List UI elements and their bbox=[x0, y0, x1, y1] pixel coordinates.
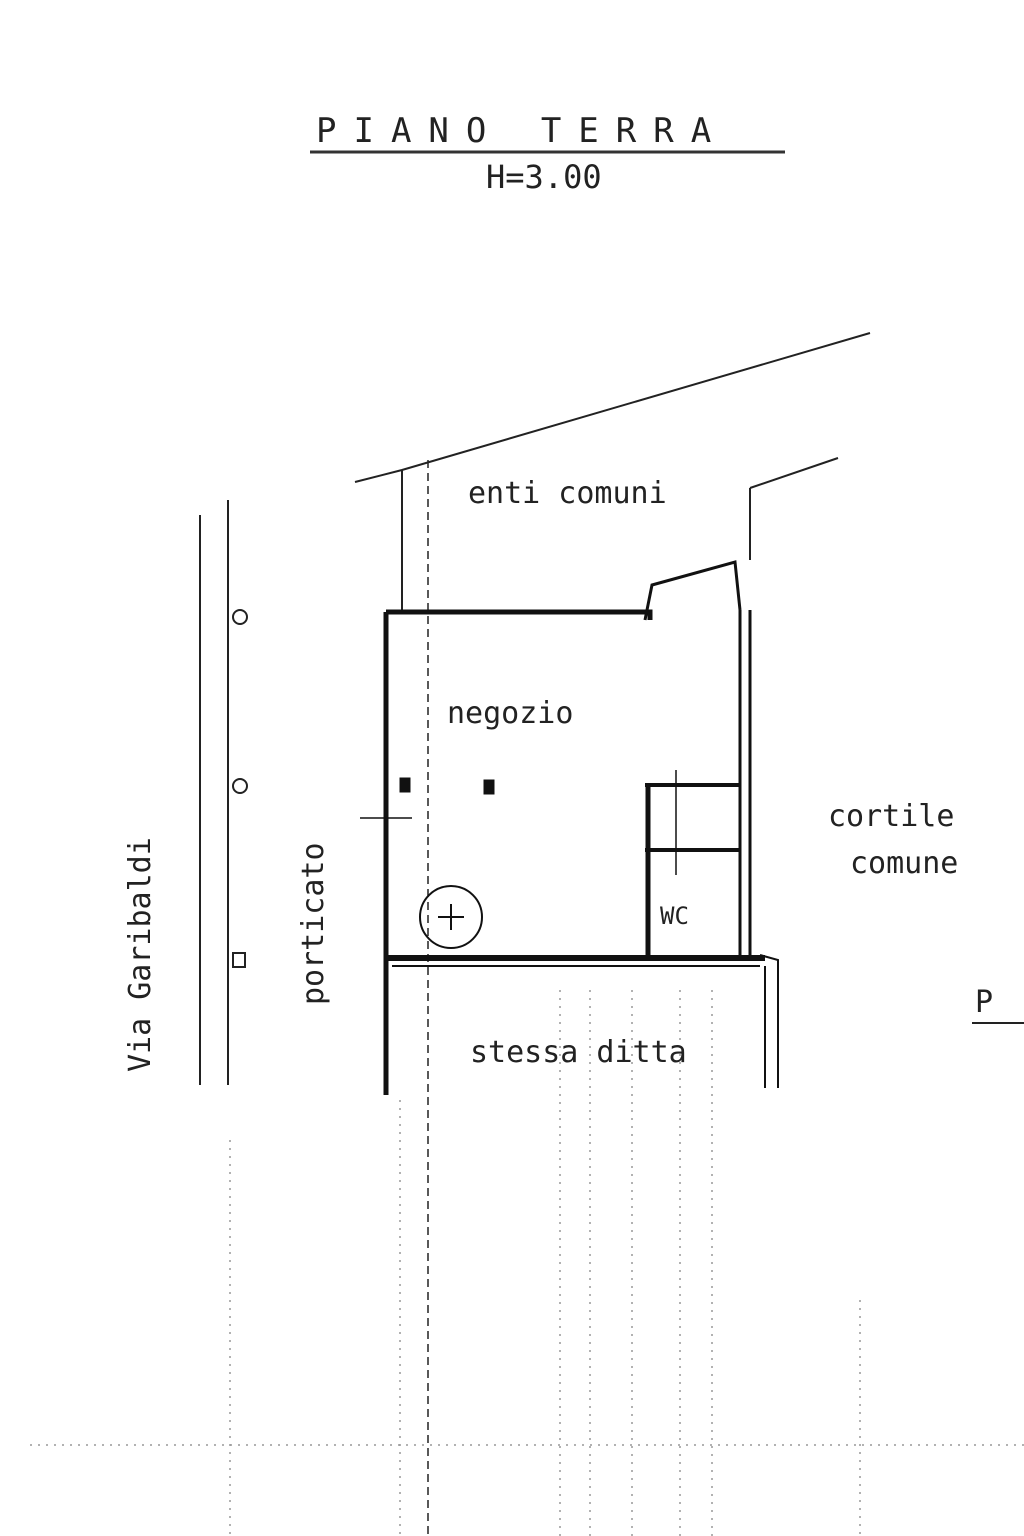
room-label-cortile: cortile bbox=[828, 799, 954, 834]
hatching bbox=[30, 990, 1024, 1536]
room-label-enti-comuni: enti comuni bbox=[468, 476, 667, 511]
room-label-negozio: negozio bbox=[447, 696, 573, 731]
room-label-stessa-ditta: stessa ditta bbox=[470, 1035, 687, 1070]
room-label-wc: WC bbox=[660, 902, 689, 930]
walls bbox=[360, 560, 779, 1095]
plan-title: PIANO TERRA bbox=[316, 111, 728, 151]
room-label-comune: comune bbox=[850, 846, 958, 881]
label-p: P bbox=[975, 985, 993, 1020]
label-porticato: porticato bbox=[296, 842, 331, 1005]
outline-lines bbox=[199, 332, 871, 1536]
height-note: H=3.00 bbox=[486, 158, 602, 196]
street-label: Via Garibaldi bbox=[123, 837, 158, 1072]
